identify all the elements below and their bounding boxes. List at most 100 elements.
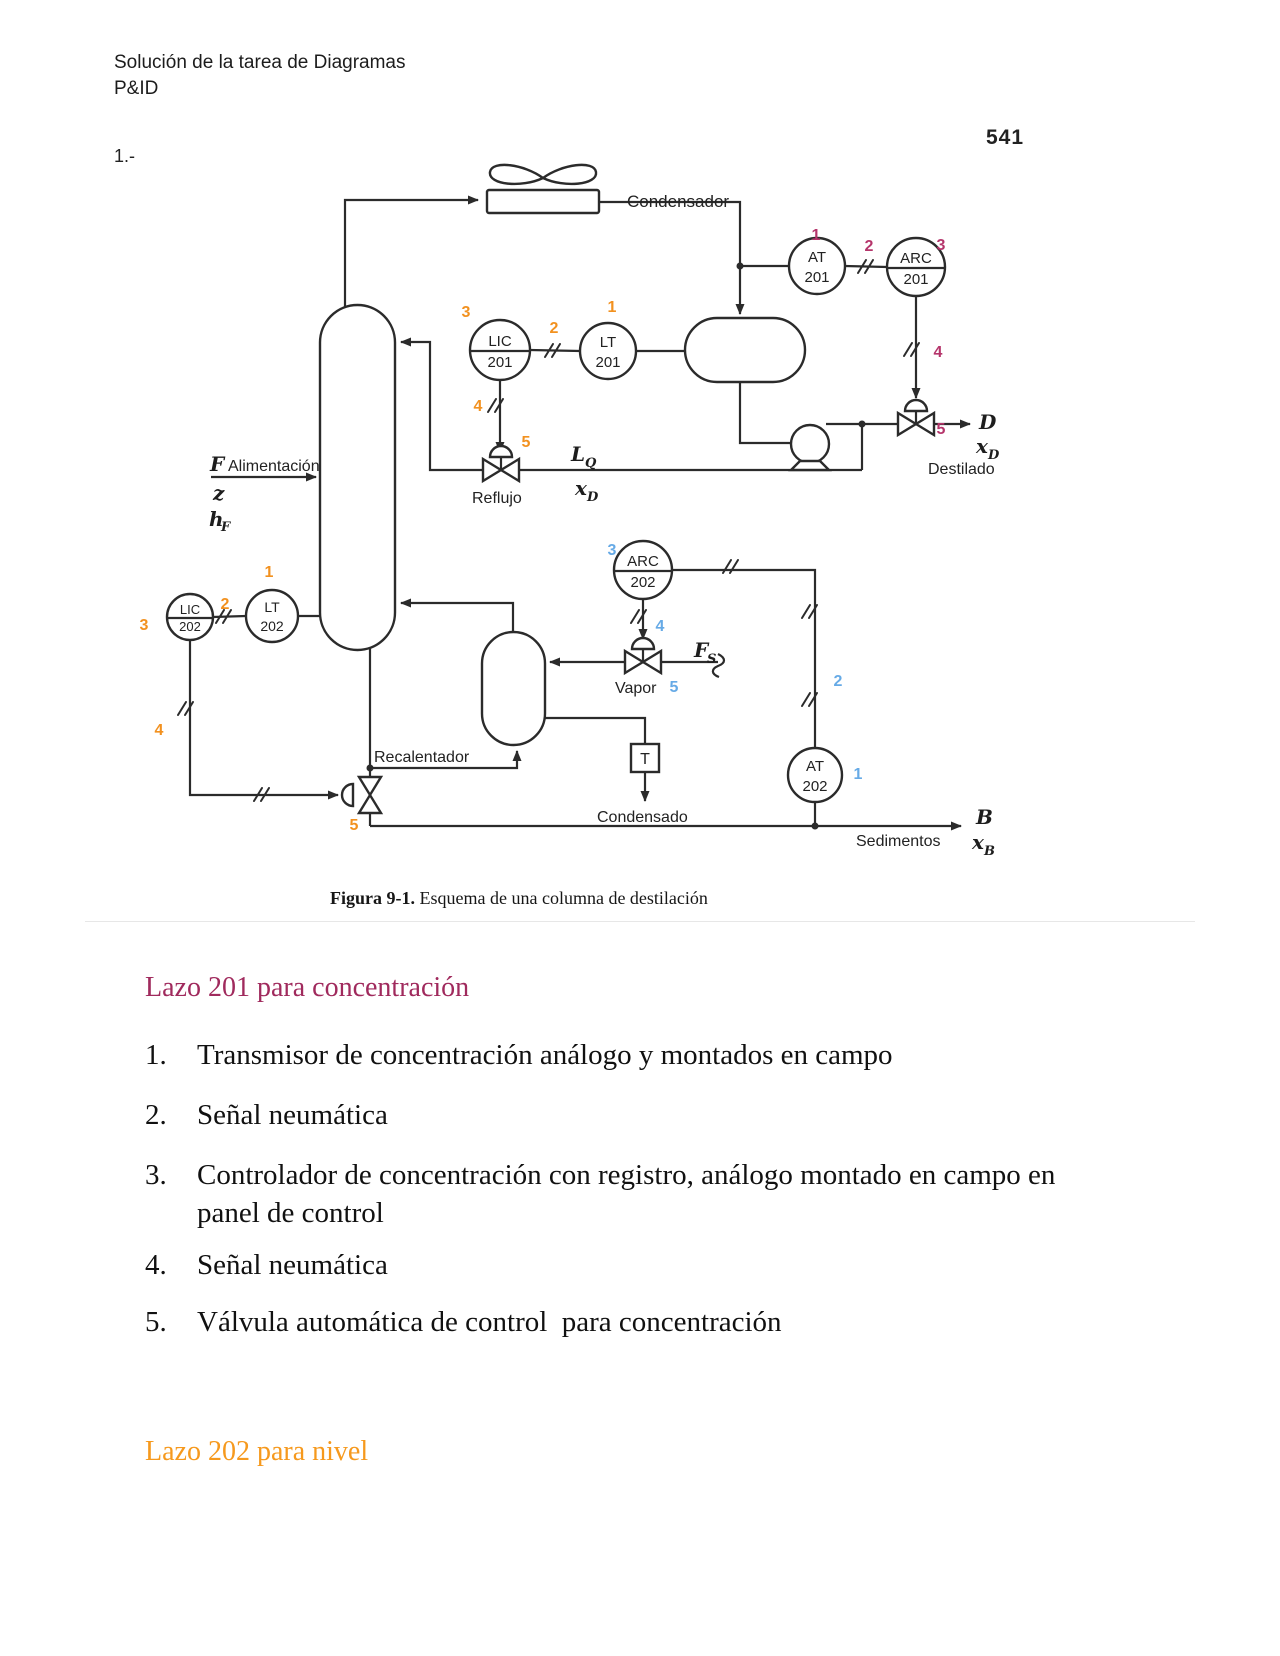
svg-text:202: 202: [179, 619, 201, 634]
svg-text:2: 2: [865, 238, 874, 255]
figure-caption-number: Figura 9-1.: [330, 888, 415, 908]
instrument-at201: AT 201: [787, 236, 847, 296]
list-item-number: 1.: [145, 1039, 167, 1071]
svg-text:201: 201: [595, 354, 620, 371]
svg-text:202: 202: [630, 574, 655, 591]
reflux-L-sub: Q: [585, 456, 597, 471]
svg-text:AT: AT: [808, 249, 826, 266]
condenser: [485, 163, 601, 215]
list-item-number: 3.: [145, 1159, 167, 1191]
distillate-valve: [896, 398, 936, 438]
instrument-at202: AT 202: [786, 746, 844, 804]
steam-trap: T: [629, 742, 661, 774]
svg-text:1: 1: [854, 766, 863, 783]
list-item-number: 4.: [145, 1249, 167, 1281]
svg-text:ARC: ARC: [900, 250, 932, 267]
feed-label: Alimentación: [228, 458, 320, 475]
svg-text:5: 5: [937, 421, 946, 438]
list-item: 2. Señal neumática: [145, 1096, 1097, 1134]
list-item-text: Válvula automática de control para conce…: [197, 1306, 782, 1338]
svg-text:5: 5: [350, 817, 359, 834]
fan-icon: [488, 163, 546, 186]
reflux-xD-sub: D: [586, 490, 599, 505]
svg-text:3: 3: [937, 237, 946, 254]
page-number: 541: [986, 126, 1025, 149]
steam-valve: [623, 636, 663, 676]
trap-label: T: [640, 751, 650, 768]
signal-lines: [177, 259, 921, 802]
list-item: 1. Transmisor de concentración análogo y…: [145, 1036, 1097, 1074]
loop201-level-annotations: 1 2 3 4 5: [462, 299, 617, 451]
reflux-label: Reflujo: [472, 490, 522, 507]
svg-text:5: 5: [522, 434, 531, 451]
list-item-text: Transmisor de concentración análogo y mo…: [197, 1039, 893, 1071]
svg-text:201: 201: [804, 269, 829, 286]
pump: [788, 423, 832, 472]
feed-F: F: [209, 452, 226, 476]
bottoms-B: B: [975, 805, 993, 829]
loop202-level-annotations: 1 2 3 4 5: [140, 564, 359, 834]
section-title-lazo-201: Lazo 201 para concentración: [145, 972, 470, 1003]
feed-z: z: [212, 481, 225, 505]
svg-text:202: 202: [802, 778, 827, 795]
svg-text:4: 4: [656, 618, 665, 635]
reflux-L: L: [570, 442, 585, 466]
svg-text:ARC: ARC: [627, 553, 659, 570]
section-title-lazo-202: Lazo 202 para nivel: [145, 1436, 369, 1467]
bottoms-label: Sedimentos: [856, 833, 941, 850]
reflux-drum: [683, 316, 807, 384]
svg-text:201: 201: [903, 271, 928, 288]
pid-diagram: T AT 201 ARC 201 LIC 201: [140, 163, 1000, 859]
doc-title-line1: Solución de la tarea de Diagramas: [114, 52, 406, 73]
loop202-concentration-annotations: 3 4 5 2 1: [608, 542, 863, 783]
instrument-lic201: LIC 201: [468, 318, 532, 382]
svg-text:LIC: LIC: [488, 333, 512, 350]
list-item-text: Señal neumática: [197, 1099, 388, 1131]
feed-h: h: [209, 507, 224, 531]
reboiler: [480, 630, 547, 747]
reflux-valve: [481, 444, 521, 484]
loop201-concentration-annotations: 1 2 3 4 5: [812, 227, 946, 438]
list-item-text: Controlador de concentración con registr…: [197, 1159, 1063, 1229]
svg-text:AT: AT: [806, 758, 824, 775]
svg-text:202: 202: [260, 618, 284, 634]
figure-caption: Figura 9-1. Esquema de una columna de de…: [330, 888, 708, 909]
svg-text:LT: LT: [264, 599, 280, 615]
svg-text:5: 5: [670, 679, 679, 696]
list-item-text: Señal neumática: [197, 1249, 388, 1281]
reflux-xD: x: [574, 476, 588, 500]
svg-text:4: 4: [155, 722, 164, 739]
exercise-number: 1.-: [114, 146, 136, 166]
svg-text:4: 4: [474, 398, 483, 415]
svg-text:2: 2: [834, 673, 843, 690]
list-item: 4. Señal neumática: [145, 1246, 1097, 1284]
svg-text:201: 201: [487, 354, 512, 371]
steam-FS-sub: S: [707, 652, 716, 667]
doc-title-line2: P&ID: [114, 78, 159, 99]
steam-FS: F: [693, 638, 710, 662]
condenser-label: Condensador: [627, 192, 729, 211]
steam-label: Vapor: [615, 680, 657, 697]
instrument-arc201: ARC 201: [885, 236, 947, 298]
distillate-D: D: [978, 410, 997, 434]
list-item-number: 5.: [145, 1306, 167, 1338]
svg-text:3: 3: [462, 304, 471, 321]
bottoms-xB: x: [971, 830, 985, 854]
svg-text:1: 1: [812, 227, 821, 244]
page-scan-edge: [85, 921, 1195, 922]
list-item: 3. Controlador de concentración con regi…: [145, 1156, 1097, 1232]
figure-caption-text: Esquema de una columna de destilación: [419, 888, 708, 908]
svg-text:3: 3: [140, 617, 149, 634]
reboiler-label: Recalentador: [374, 749, 470, 766]
process-lines: [211, 195, 971, 831]
svg-text:2: 2: [550, 320, 559, 337]
bottoms-valve: [340, 775, 384, 815]
stream-labels: Condensador F Alimentación z h F L Q x D…: [209, 192, 1000, 859]
svg-text:LT: LT: [600, 334, 616, 351]
condensate-label: Condensado: [597, 809, 688, 826]
distillate-xD-sub: D: [987, 448, 1000, 463]
svg-text:3: 3: [608, 542, 617, 559]
svg-text:2: 2: [221, 596, 230, 613]
bottoms-xB-sub: B: [983, 844, 995, 859]
instrument-arc202: ARC 202: [612, 539, 674, 601]
